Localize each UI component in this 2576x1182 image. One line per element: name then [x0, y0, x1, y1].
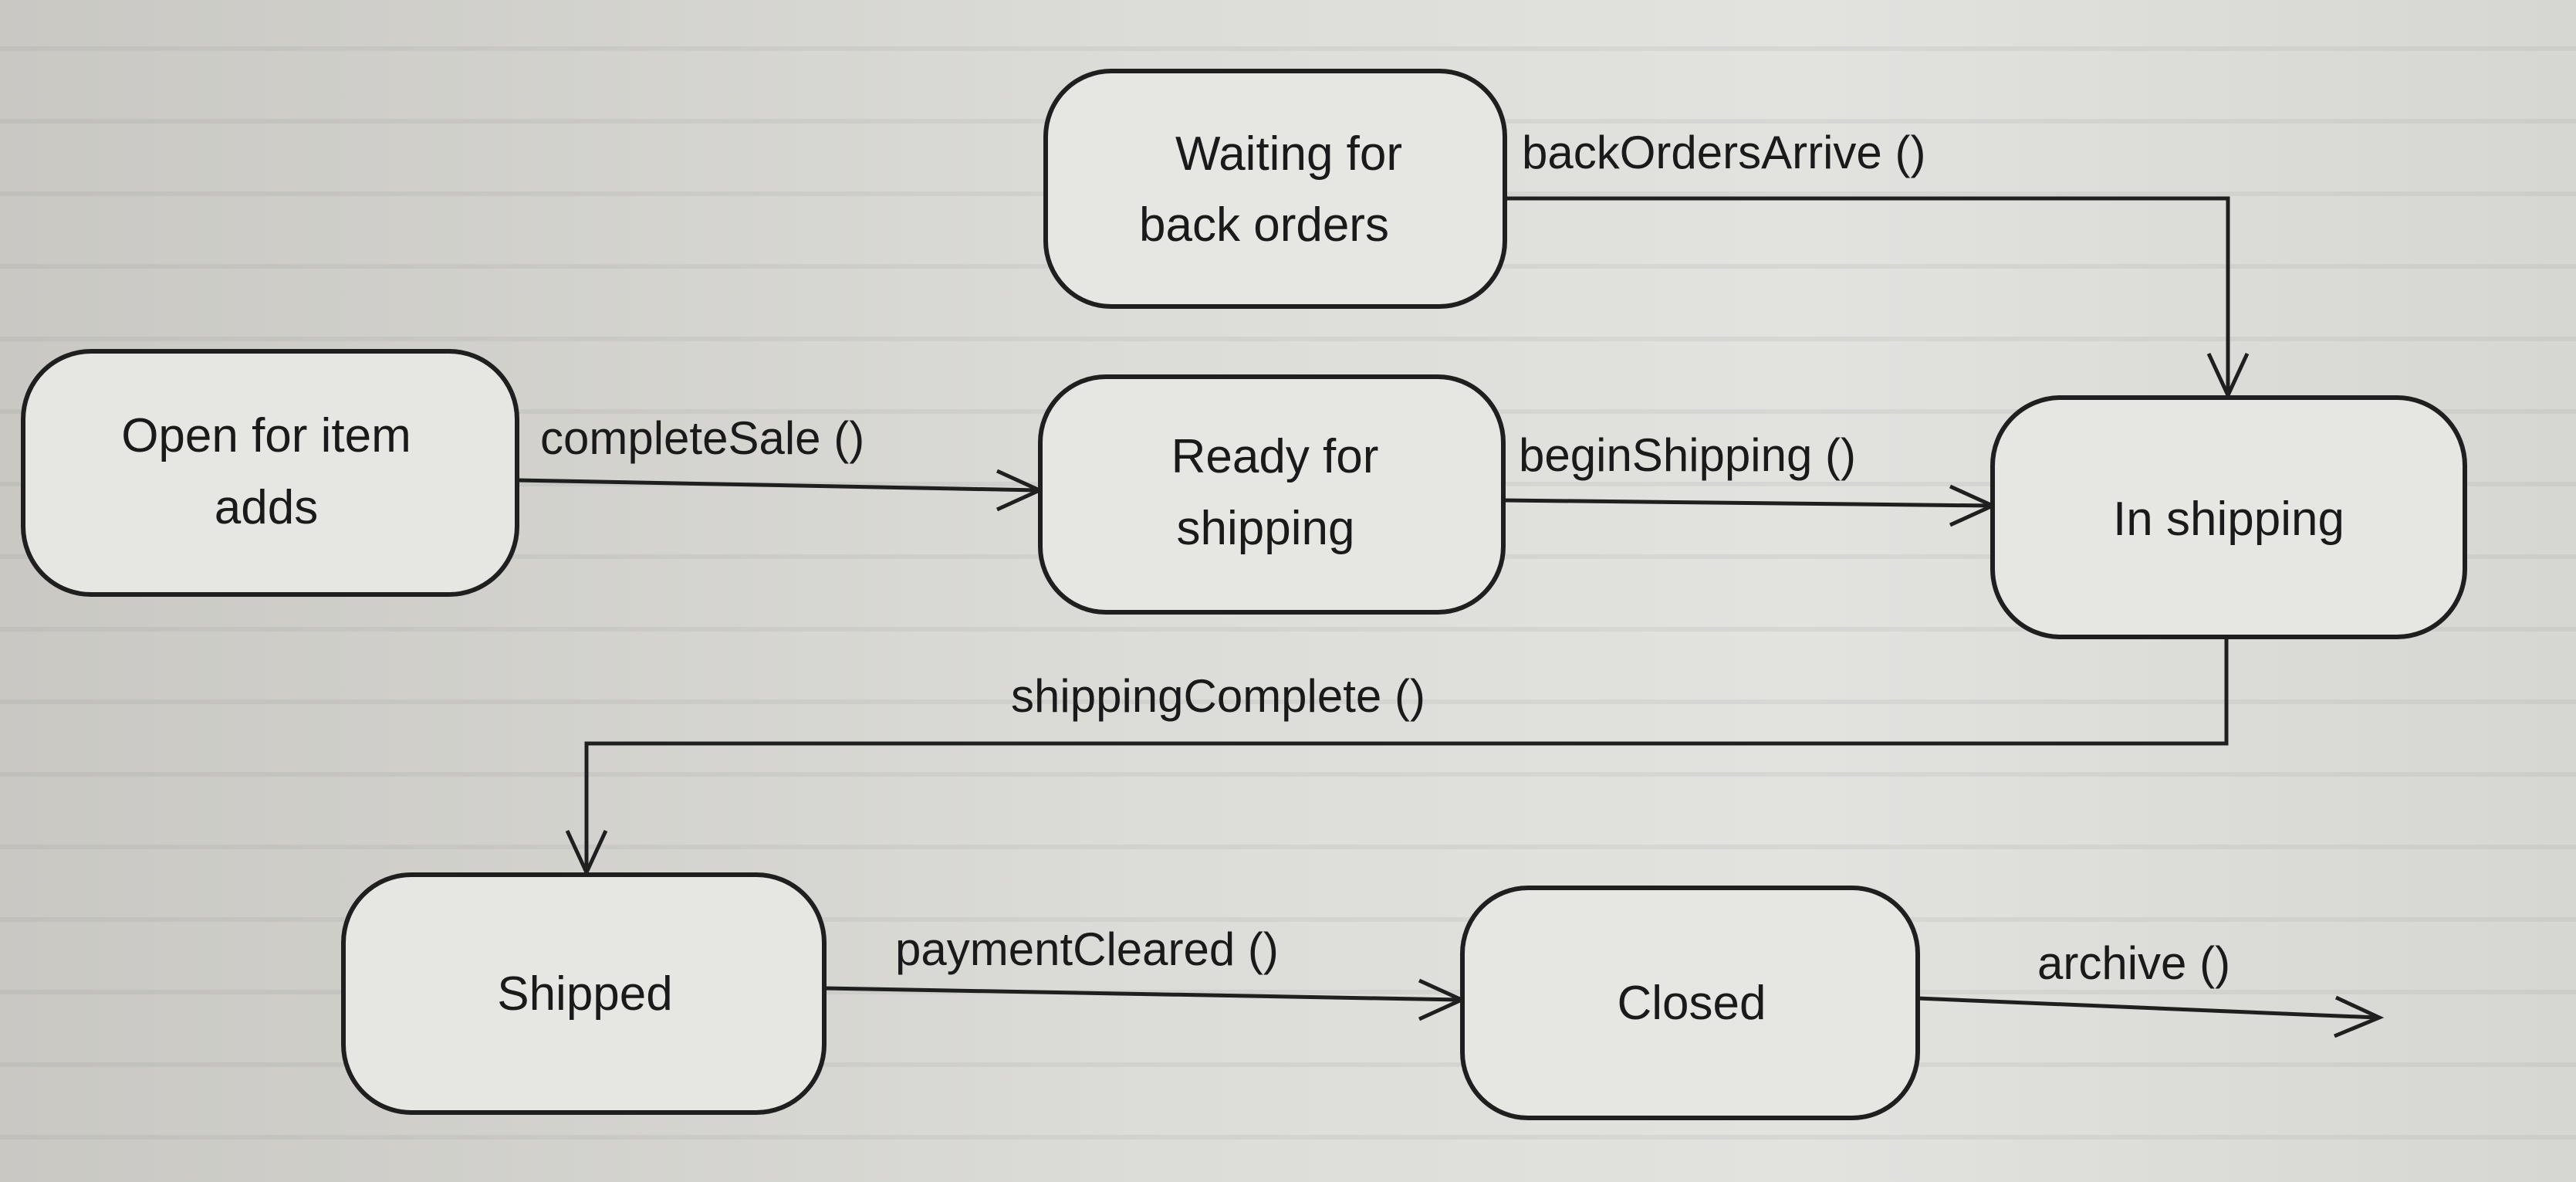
state-in-shipping: In shipping — [1990, 395, 2467, 639]
state-shipped-label: Shipped — [497, 967, 673, 1021]
label-payment-cleared: paymentCleared () — [895, 923, 1279, 975]
state-waiting-line-2: back orders — [1139, 198, 1389, 252]
state-waiting-for-back-orders: Waiting for back orders — [1043, 69, 1507, 309]
label-begin-shipping: beginShipping () — [1519, 429, 1856, 481]
state-in-shipping-label: In shipping — [2113, 493, 2344, 546]
label-complete-sale: completeSale () — [540, 412, 864, 464]
state-closed: Closed — [1460, 886, 1920, 1120]
state-ready-for-shipping: Ready for shipping — [1038, 374, 1506, 615]
edge-complete-sale — [516, 478, 1039, 493]
label-shipping-complete: shippingComplete () — [1011, 670, 1425, 722]
label-back-orders-arrive: backOrdersArrive () — [1522, 127, 1925, 178]
state-open-line-2: adds — [215, 481, 318, 534]
state-ready-line-1: Ready for — [1171, 430, 1379, 483]
state-shipped: Shipped — [341, 872, 827, 1115]
edge-shipping-complete — [584, 637, 2229, 871]
state-ready-line-2: shipping — [1177, 502, 1355, 555]
state-waiting-line-1: Waiting for — [1175, 127, 1402, 181]
arrowhead-archive — [2334, 995, 2385, 1038]
edge-payment-cleared — [823, 986, 1461, 1002]
state-closed-label: Closed — [1618, 977, 1766, 1030]
state-open-line-1: Open for item — [121, 409, 411, 462]
edge-back-orders-arrive — [1503, 196, 2230, 394]
edge-begin-shipping — [1503, 498, 1992, 508]
label-archive: archive () — [2037, 937, 2230, 989]
edge-archive — [1916, 996, 2378, 1020]
state-open-for-item-adds: Open for item adds — [21, 349, 519, 597]
